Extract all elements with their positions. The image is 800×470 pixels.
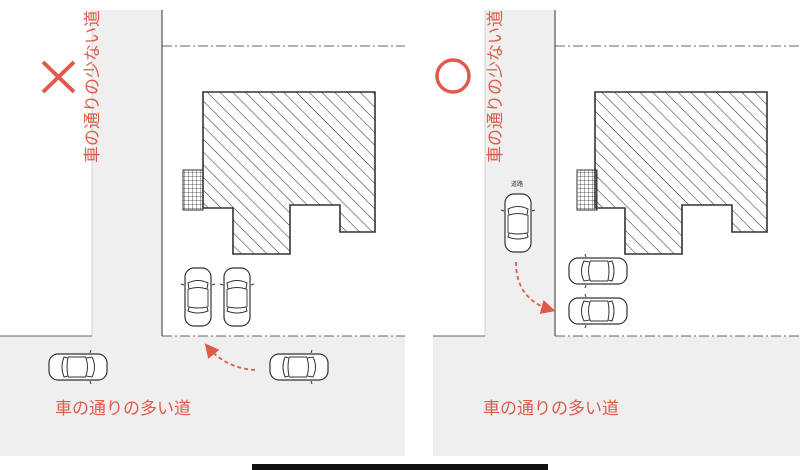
left-main-road-label: 車の通りの多い道 — [55, 399, 191, 419]
left-road-car-1 — [48, 349, 108, 385]
right-entrance-steps — [576, 169, 598, 211]
left-parking-arrow — [204, 343, 256, 371]
right-panel: 道路 車の通りの少ない道 車の通りの多い道 — [433, 10, 800, 456]
right-parked-car-2 — [568, 293, 628, 329]
left-parked-car-2 — [219, 267, 255, 327]
left-parked-car-1 — [180, 267, 216, 327]
left-entrance-steps — [182, 169, 204, 211]
right-main-road-label: 車の通りの多い道 — [483, 399, 619, 419]
bottom-bar — [252, 464, 548, 470]
left-side-road — [92, 10, 162, 340]
cross-mark-icon — [41, 60, 76, 94]
left-panel: 車の通りの少ない道 車の通りの多い道 — [0, 10, 405, 456]
right-road-car — [500, 193, 536, 253]
right-house — [594, 91, 768, 255]
left-side-road-label: 車の通りの少ない道 — [83, 10, 103, 163]
circle-mark-icon — [435, 58, 471, 94]
right-parking-arrow — [515, 261, 556, 315]
right-car-tag: 道路 — [511, 180, 523, 188]
left-house — [202, 91, 376, 255]
right-parked-car-1 — [568, 253, 628, 289]
left-road-car-2 — [269, 349, 329, 385]
right-main-road — [433, 336, 800, 456]
right-side-road-label: 車の通りの少ない道 — [486, 10, 506, 163]
